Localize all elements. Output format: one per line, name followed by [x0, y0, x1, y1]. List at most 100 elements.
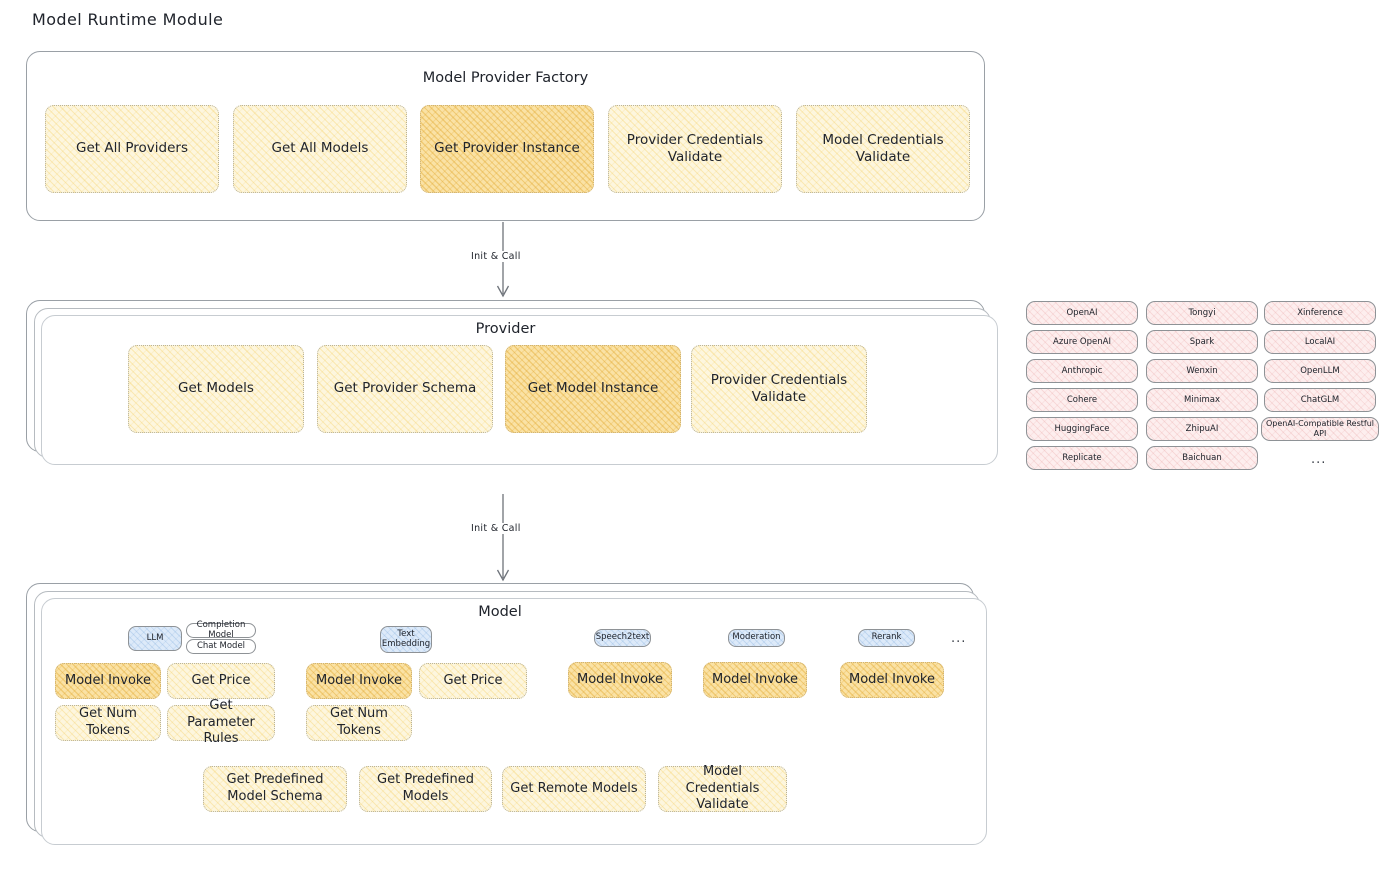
- provider-chip-baichuan[interactable]: Baichuan: [1146, 446, 1258, 470]
- node-model-credentials-validate-3[interactable]: Model Credentials Validate: [658, 764, 787, 813]
- model-type-chip-speech2text[interactable]: Speech2text: [594, 629, 651, 647]
- model-type-chip-moderation[interactable]: Moderation: [728, 629, 785, 647]
- provider-chip-openai[interactable]: OpenAI: [1026, 301, 1138, 325]
- node-label: Get Model Instance: [527, 380, 659, 397]
- node-label: Model Invoke: [65, 672, 151, 688]
- node-label: Get Predefined Models: [377, 772, 474, 804]
- node-label: Model Credentials Validate: [822, 131, 944, 165]
- node-provider-credentials-validate[interactable]: Provider Credentials Validate: [608, 105, 782, 193]
- node-model-credentials-validate[interactable]: Model Credentials Validate: [796, 105, 970, 193]
- node-get-all-models[interactable]: Get All Models: [233, 105, 407, 193]
- provider-title: Provider: [475, 321, 536, 337]
- provider-chip-xinference[interactable]: Xinference: [1264, 301, 1376, 325]
- provider-chip-openai-compatible-restful-api[interactable]: OpenAI-Compatible Restful API: [1261, 417, 1379, 441]
- node-label: Provider Credentials Validate: [710, 371, 848, 405]
- node-label: Model Invoke: [577, 671, 663, 687]
- model-type-chip-rerank[interactable]: Rerank: [858, 629, 915, 647]
- arrow-icon: [496, 222, 510, 298]
- provider-chip-anthropic[interactable]: Anthropic: [1026, 359, 1138, 383]
- chip-label: Completion Model: [196, 619, 246, 640]
- model-subtype-chip-completion-model[interactable]: Completion Model: [186, 619, 256, 640]
- chip-label: LocalAI: [1304, 336, 1336, 347]
- node-llm-model-invoke[interactable]: Model Invoke: [55, 663, 161, 699]
- node-get-provider-instance[interactable]: Get Provider Instance: [420, 105, 594, 193]
- chip-label: ChatGLM: [1300, 394, 1340, 405]
- node-label: Model Invoke: [849, 671, 935, 687]
- provider-chip-cohere[interactable]: Cohere: [1026, 388, 1138, 412]
- chip-label: Text Embedding: [381, 628, 431, 649]
- node-text-embedding-get-price[interactable]: Get Price: [419, 663, 527, 699]
- provider-chip-localai[interactable]: LocalAI: [1264, 330, 1376, 354]
- node-text-embedding-get-num-tokens[interactable]: Get Num Tokens: [306, 705, 412, 741]
- chip-label: OpenLLM: [1300, 365, 1340, 376]
- provider-chip-huggingface[interactable]: HuggingFace: [1026, 417, 1138, 441]
- arrow-label: Init & Call: [468, 523, 524, 534]
- chip-label: OpenAI: [1066, 307, 1098, 318]
- node-provider-credentials-validate-2[interactable]: Provider Credentials Validate: [691, 345, 867, 433]
- node-label: Get Remote Models: [510, 780, 638, 796]
- arrow-provider-to-model: Init & Call: [468, 494, 540, 586]
- model-type-chip-llm[interactable]: LLM: [128, 626, 182, 651]
- chip-label: Cohere: [1066, 394, 1098, 405]
- node-llm-get-price[interactable]: Get Price: [167, 663, 275, 699]
- node-label: Model Credentials Validate: [685, 764, 760, 813]
- node-get-model-instance[interactable]: Get Model Instance: [505, 345, 681, 433]
- chip-label: Moderation: [732, 632, 781, 643]
- node-rerank-model-invoke[interactable]: Model Invoke: [840, 662, 944, 698]
- node-get-provider-schema[interactable]: Get Provider Schema: [317, 345, 493, 433]
- provider-chip-chatglm[interactable]: ChatGLM: [1264, 388, 1376, 412]
- node-label: Get Provider Schema: [333, 380, 477, 397]
- chip-label: Chat Model: [196, 640, 246, 651]
- chip-label: OpenAI-Compatible Restful API: [1266, 419, 1374, 438]
- chip-label: Replicate: [1062, 452, 1102, 463]
- provider-chip-openllm[interactable]: OpenLLM: [1264, 359, 1376, 383]
- node-speech2text-model-invoke[interactable]: Model Invoke: [568, 662, 672, 698]
- model-subtype-chip-chat-model[interactable]: Chat Model: [186, 639, 256, 654]
- provider-chip-minimax[interactable]: Minimax: [1146, 388, 1258, 412]
- node-label: Get All Providers: [76, 140, 188, 157]
- node-label: Get Num Tokens: [79, 706, 137, 738]
- provider-chip-zhipuai[interactable]: ZhipuAI: [1146, 417, 1258, 441]
- chip-label: Spark: [1189, 336, 1215, 347]
- provider-list-ellipsis: ...: [1311, 452, 1327, 467]
- node-label: Get Parameter Rules: [187, 698, 255, 747]
- model-title: Model: [478, 604, 522, 620]
- node-label: Model Invoke: [316, 672, 402, 688]
- page-title: Model Runtime Module: [32, 10, 224, 29]
- node-text-embedding-model-invoke[interactable]: Model Invoke: [306, 663, 412, 699]
- arrow-label: Init & Call: [468, 251, 524, 262]
- node-label: Get All Models: [271, 140, 369, 157]
- chip-label: Baichuan: [1182, 452, 1222, 463]
- node-llm-get-num-tokens[interactable]: Get Num Tokens: [55, 705, 161, 741]
- node-get-predefined-model-schema[interactable]: Get Predefined Model Schema: [203, 766, 347, 812]
- node-get-all-providers[interactable]: Get All Providers: [45, 105, 219, 193]
- provider-chip-tongyi[interactable]: Tongyi: [1146, 301, 1258, 325]
- node-llm-get-parameter-rules[interactable]: Get Parameter Rules: [167, 698, 275, 746]
- model-type-chip-text-embedding[interactable]: Text Embedding: [380, 626, 432, 653]
- provider-chip-wenxin[interactable]: Wenxin: [1146, 359, 1258, 383]
- chip-label: Azure OpenAI: [1053, 336, 1111, 347]
- node-get-remote-models[interactable]: Get Remote Models: [502, 766, 646, 812]
- chip-label: Tongyi: [1188, 307, 1216, 318]
- node-get-models[interactable]: Get Models: [128, 345, 304, 433]
- chip-label: Minimax: [1184, 394, 1220, 405]
- node-label: Model Invoke: [712, 671, 798, 687]
- model-types-ellipsis: ...: [951, 631, 967, 646]
- node-label: Get Predefined Model Schema: [226, 772, 324, 804]
- node-label: Get Price: [191, 672, 251, 688]
- node-get-predefined-models[interactable]: Get Predefined Models: [359, 766, 492, 812]
- chip-label: Xinference: [1297, 307, 1343, 318]
- chip-label: Wenxin: [1186, 365, 1218, 376]
- provider-chip-replicate[interactable]: Replicate: [1026, 446, 1138, 470]
- model-provider-factory-title: Model Provider Factory: [422, 70, 589, 86]
- chip-label: ZhipuAI: [1185, 423, 1219, 434]
- chip-label: Anthropic: [1061, 365, 1103, 376]
- node-label: Get Price: [443, 672, 503, 688]
- provider-chip-spark[interactable]: Spark: [1146, 330, 1258, 354]
- node-moderation-model-invoke[interactable]: Model Invoke: [703, 662, 807, 698]
- node-label: Get Num Tokens: [330, 706, 388, 738]
- provider-chip-azure-openai[interactable]: Azure OpenAI: [1026, 330, 1138, 354]
- node-label: Get Models: [178, 380, 254, 397]
- node-label: Provider Credentials Validate: [626, 131, 764, 165]
